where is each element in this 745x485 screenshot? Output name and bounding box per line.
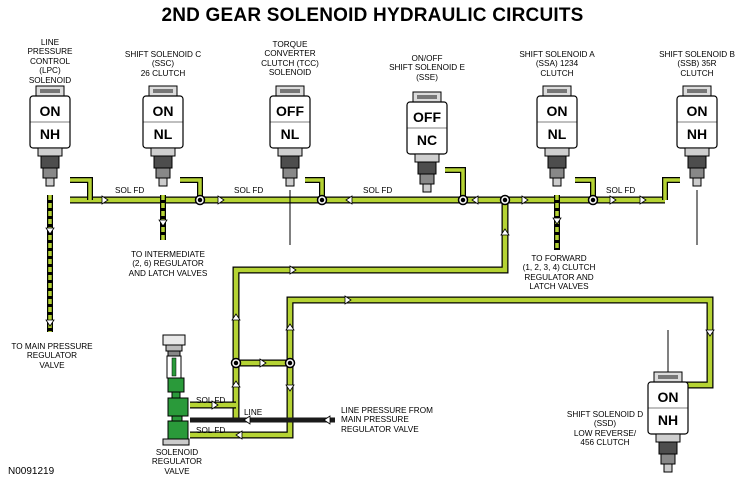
ssa-feed-loop [575,177,596,200]
solenoid-type-6: NH [657,412,679,428]
solenoid-state-5: ON [686,103,708,119]
solenoid-name-1: SHIFT SOLENOID C(SSC)26 CLUTCH [124,50,202,78]
sol-fd-label-3: SOL FD [363,186,393,195]
dest-line-pressure: LINE PRESSURE FROM MAIN PRESSURE REGULAT… [341,406,433,434]
sol-fd-label-2: SOL FD [234,186,264,195]
junction-dots [194,194,599,369]
solenoid-type-4: NL [547,126,567,142]
solenoid-type-3: NC [416,132,438,148]
solenoid-type-2: NL [280,126,300,142]
solenoid-6 [647,371,689,473]
dest-main-pressure: TO MAIN PRESSURE REGULATOR VALVE [11,342,93,370]
sol-fd-label-4: SOL FD [606,186,636,195]
ssc-feed-loop [180,177,203,200]
solenoid-2 [269,85,311,187]
solenoid-type-0: NH [39,126,61,142]
regulator-to-sol-fd-path [232,200,509,420]
solenoid-state-6: ON [657,389,679,405]
dest-intermediate: TO INTERMEDIATE (2, 6) REGULATOR AND LAT… [128,250,208,278]
line-label: LINE [244,408,263,417]
solenoid-state-4: ON [546,103,568,119]
solenoid-state-1: ON [152,103,174,119]
solenoid-regulator-valve [162,334,190,446]
solenoid-type-5: NH [686,126,708,142]
solenoid-type-1: NL [153,126,173,142]
sol-fd-label-5: SOL FD [196,396,226,405]
solenoid-3 [406,91,448,193]
sse-feed-loop [445,167,466,200]
dest-regulator-valve: SOLENOID REGULATOR VALVE [151,448,203,476]
regulator-sol-fd-lower [190,420,294,439]
solenoid-bodies [29,85,718,473]
solenoid-4 [536,85,578,187]
lpc-feed-loop [70,177,93,200]
solenoid-state-2: OFF [276,103,304,119]
solenoid-1 [142,85,184,187]
solenoid-5 [676,85,718,187]
dest-forward: TO FORWARD (1, 2, 3, 4) CLUTCH REGULATOR… [522,254,596,292]
sol-fd-label-1: SOL FD [115,186,145,195]
ssb-feed-loop [662,177,680,200]
solenoid-0 [29,85,71,187]
solenoid-state-3: OFF [413,109,441,125]
figure-id: N0091219 [8,466,55,477]
tcc-feed-loop [305,177,325,200]
flow-arrows [45,195,715,440]
page-title: 2ND GEAR SOLENOID HYDRAULIC CIRCUITS [161,5,584,26]
sol-fd-label-6: SOL FD [196,426,226,435]
ssd-feed-path [286,296,714,420]
solenoid-state-0: ON [39,103,61,119]
solenoid-name-6: SHIFT SOLENOID D(SSD)LOW REVERSE/456 CLU… [566,410,644,448]
